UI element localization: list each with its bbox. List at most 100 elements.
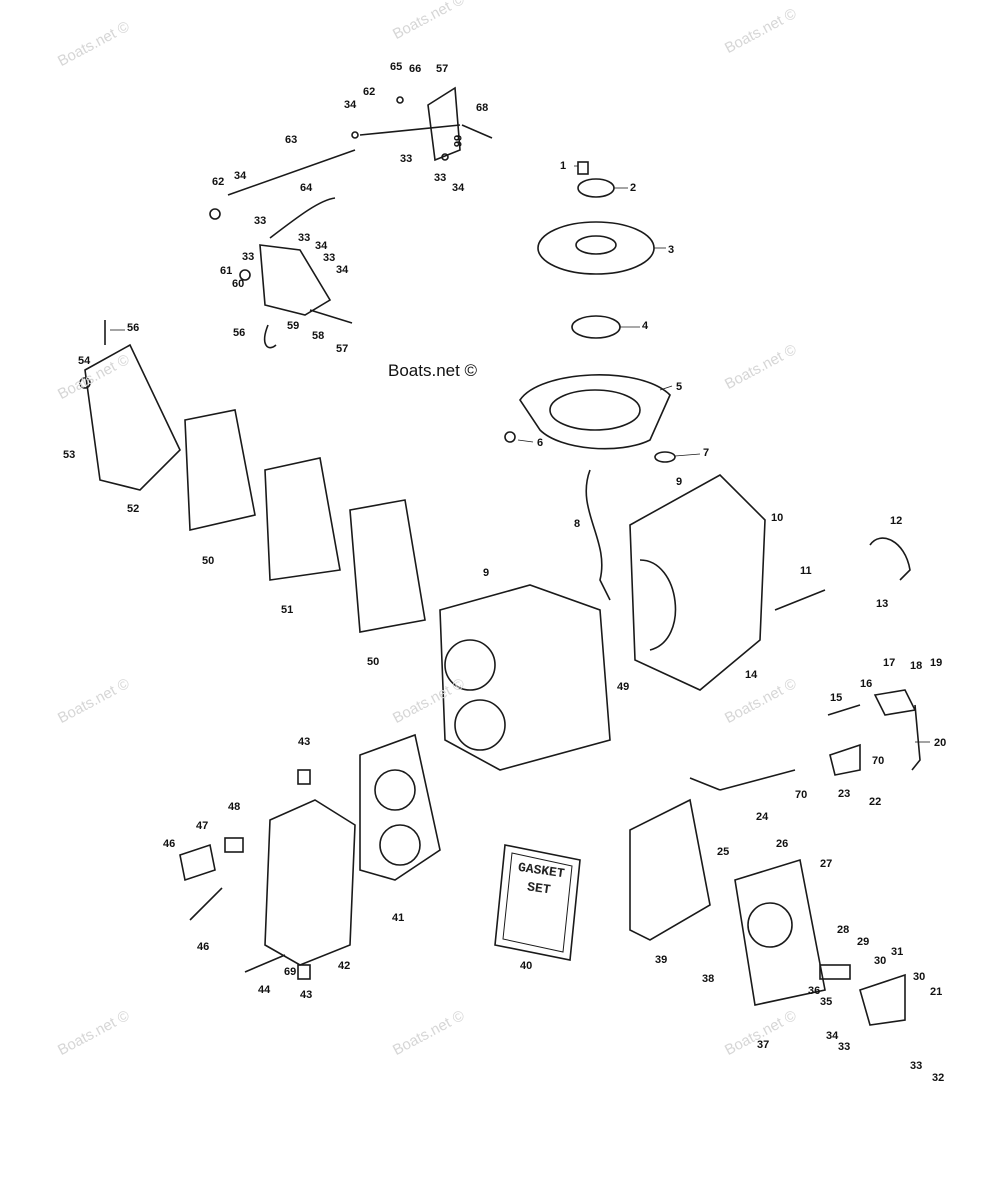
callout-44: 44	[258, 984, 271, 996]
callout-48: 48	[228, 801, 241, 813]
callout-50-b: 50	[367, 656, 380, 668]
callout-68: 68	[476, 102, 489, 114]
callout-37: 37	[757, 1039, 770, 1051]
callout-28: 28	[837, 924, 850, 936]
callout-34-f: 34	[826, 1030, 839, 1042]
callout-64: 64	[300, 182, 313, 194]
callout-33-c: 33	[298, 232, 311, 244]
callout-69: 69	[284, 966, 297, 978]
callout-61: 61	[220, 265, 233, 277]
callout-34-e: 34	[452, 182, 465, 194]
callout-26: 26	[776, 838, 789, 850]
callout-34-c: 34	[315, 240, 328, 252]
callout-49: 49	[617, 681, 630, 693]
callout-33-e: 33	[400, 153, 413, 165]
callout-11: 11	[800, 565, 812, 577]
callout-65: 65	[390, 61, 403, 73]
callout-46-a: 46	[163, 838, 176, 850]
callout-47: 47	[196, 820, 209, 832]
callout-66-top: 66	[409, 63, 422, 75]
throttle-linkage-drawing	[209, 86, 493, 349]
callout-58: 58	[312, 330, 325, 342]
callout-32: 32	[932, 1072, 945, 1084]
callout-6: 6	[537, 437, 544, 449]
callout-56-top: 56	[127, 322, 140, 334]
callout-52: 52	[127, 503, 140, 515]
callout-33-f: 33	[434, 172, 447, 184]
callout-29: 29	[857, 936, 870, 948]
callout-57-bottom: 57	[336, 343, 349, 355]
callout-12: 12	[890, 515, 903, 527]
callout-34-d: 34	[336, 264, 349, 276]
callout-13: 13	[876, 598, 889, 610]
callout-33-b: 33	[242, 251, 255, 263]
callout-63: 63	[285, 134, 298, 146]
callout-14: 14	[745, 669, 758, 681]
callout-70-b: 70	[795, 789, 808, 801]
callout-43-bottom: 43	[300, 989, 313, 1001]
callout-2: 2	[630, 182, 637, 194]
callout-15: 15	[830, 692, 843, 704]
brand-label: Boats.net ©	[388, 361, 478, 380]
callout-53: 53	[63, 449, 76, 461]
callout-54: 54	[78, 355, 91, 367]
callout-33-g: 33	[838, 1041, 851, 1053]
callout-4: 4	[642, 320, 649, 332]
callout-17: 17	[883, 657, 896, 669]
exhaust-cover-drawing	[629, 537, 921, 1026]
callout-1: 1	[560, 160, 567, 172]
callout-33-d: 33	[323, 252, 336, 264]
callout-16: 16	[860, 678, 873, 690]
callout-8: 8	[574, 518, 581, 530]
callout-43-top: 43	[298, 736, 311, 748]
callout-46-b: 46	[197, 941, 210, 953]
callout-39: 39	[655, 954, 668, 966]
intake-plates-drawing	[79, 320, 426, 633]
top-seal-drawing	[504, 161, 676, 463]
callout-70-a: 70	[872, 755, 885, 767]
callout-24: 24	[756, 811, 769, 823]
callout-21: 21	[930, 986, 943, 998]
callout-62-left: 62	[212, 176, 225, 188]
callout-56-bottom: 56	[233, 327, 246, 339]
callout-5: 5	[676, 381, 683, 393]
callout-10: 10	[771, 512, 784, 524]
callout-27: 27	[820, 858, 833, 870]
callout-62-top: 62	[363, 86, 376, 98]
callout-57-top: 57	[436, 63, 449, 75]
callout-38: 38	[702, 973, 715, 985]
callout-41: 41	[392, 912, 405, 924]
callout-35: 35	[820, 996, 833, 1008]
gasket-set-drawing	[494, 844, 581, 961]
callout-19: 19	[930, 657, 943, 669]
callout-59: 59	[287, 320, 300, 332]
callout-34-b: 34	[344, 99, 357, 111]
cylinder-head-drawing	[179, 733, 441, 980]
callout-25: 25	[717, 846, 730, 858]
callout-31: 31	[891, 946, 904, 958]
callout-7: 7	[703, 447, 710, 459]
callout-36: 36	[808, 985, 821, 997]
callout-9-right: 9	[676, 476, 683, 488]
callout-40: 40	[520, 960, 533, 972]
leader-lines	[110, 165, 930, 743]
callout-20: 20	[934, 737, 947, 749]
callout-51: 51	[281, 604, 294, 616]
callout-18: 18	[910, 660, 923, 672]
callout-9-left: 9	[483, 567, 490, 579]
callout-33-a: 33	[254, 215, 267, 227]
callout-60: 60	[232, 278, 245, 290]
callout-33-h: 33	[910, 1060, 923, 1072]
callout-42: 42	[338, 960, 351, 972]
callout-50-a: 50	[202, 555, 215, 567]
callout-66-right: 66	[451, 134, 464, 148]
powerhead-block-drawing	[439, 469, 826, 771]
callout-22: 22	[869, 796, 882, 808]
callout-23: 23	[838, 788, 851, 800]
callout-30-b: 30	[913, 971, 926, 983]
callout-3: 3	[668, 244, 675, 256]
callout-30-a: 30	[874, 955, 887, 967]
callout-34-a: 34	[234, 170, 247, 182]
